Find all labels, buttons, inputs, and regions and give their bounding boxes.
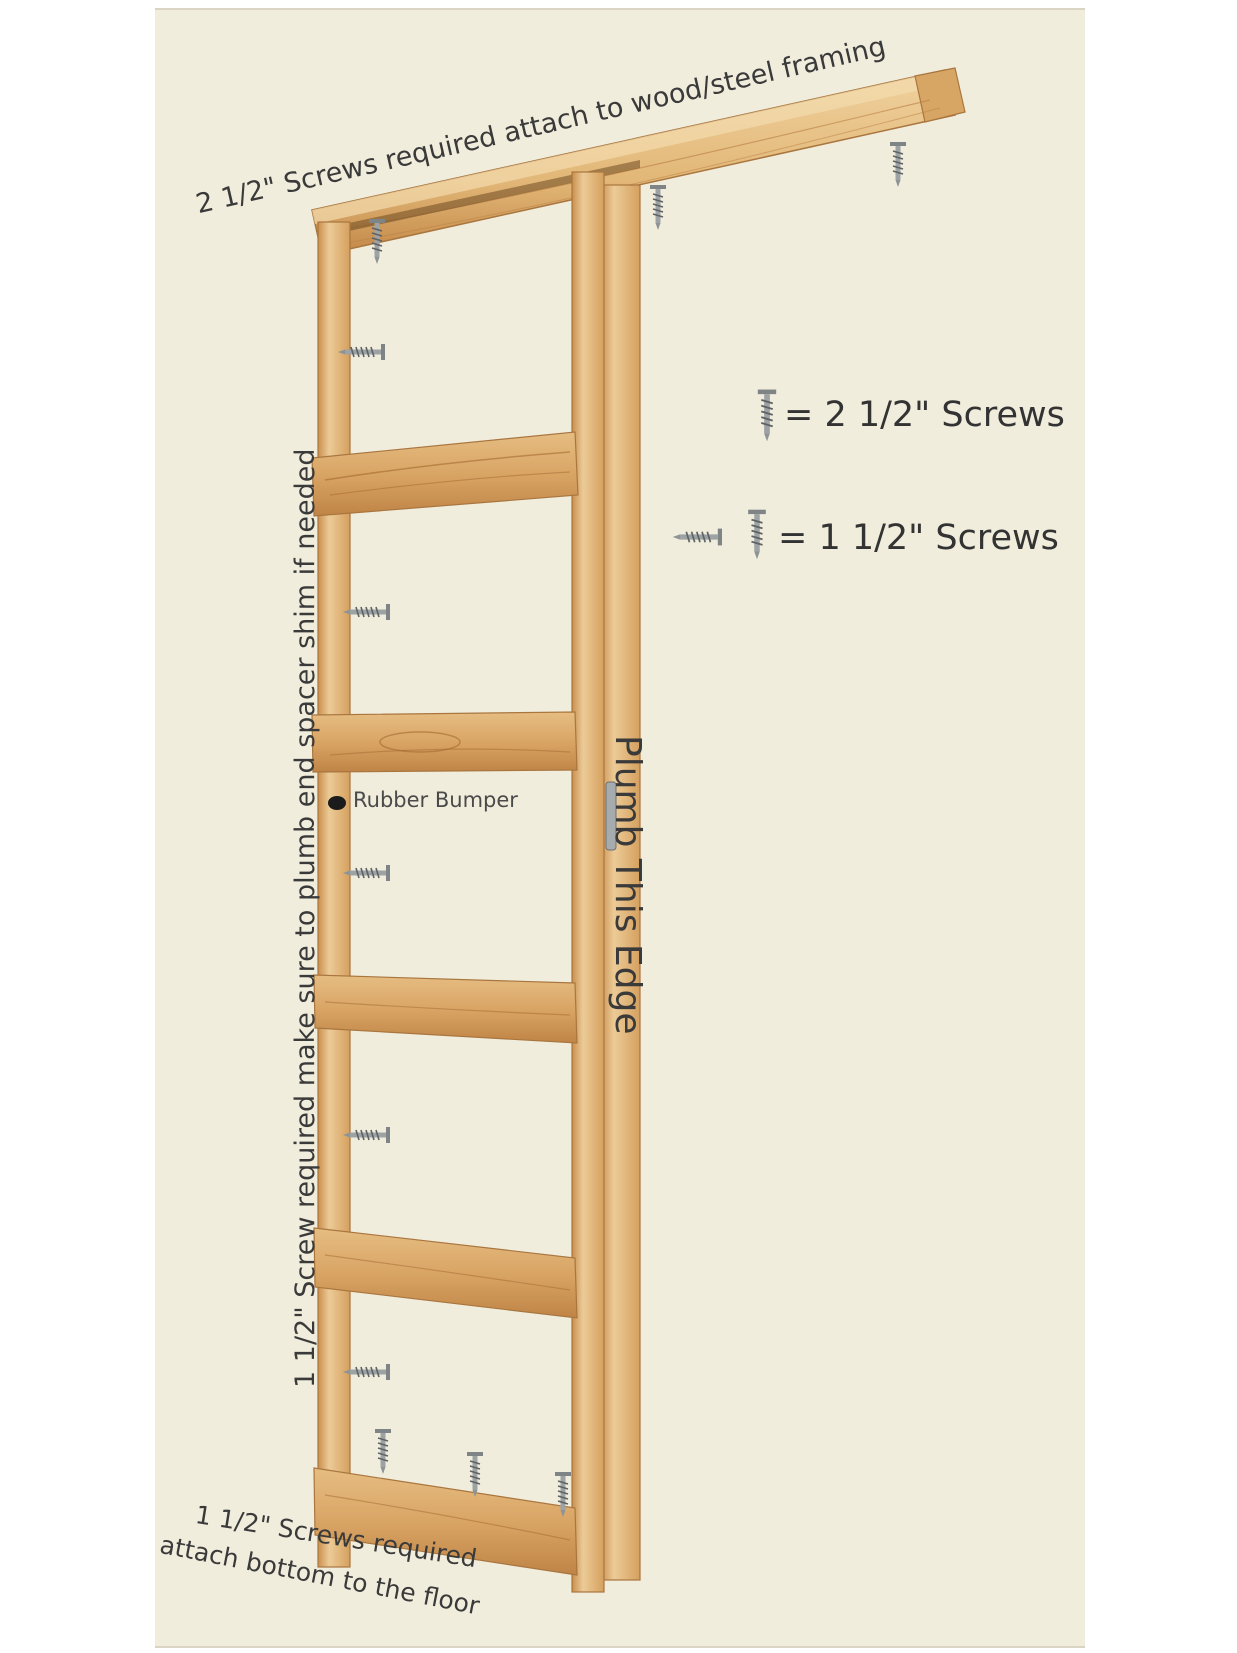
bottom-plate	[313, 1467, 578, 1576]
stud-front	[571, 171, 605, 1593]
header-beam	[311, 67, 966, 256]
spacer-4	[313, 1227, 578, 1319]
jamb-rear	[599, 184, 641, 1581]
latch-hardware	[605, 781, 617, 851]
left-side-note: 1 1/2" Screw required make sure to plumb…	[290, 448, 321, 1388]
spacer-1	[311, 431, 579, 517]
legend-short-screw-side-icon	[671, 527, 723, 547]
spacer-3	[313, 974, 578, 1044]
plumb-edge-label: Plumb This Edge	[607, 735, 648, 1035]
legend-short-screw-down-icon	[747, 508, 767, 561]
legend-long-screw-icon	[756, 388, 778, 443]
legend-short-screw: = 1 1/2" Screws	[778, 518, 1059, 558]
rubber-bumper-label: Rubber Bumper	[353, 788, 518, 812]
rubber-bumper	[328, 796, 346, 810]
legend-long-screw: = 2 1/2" Screws	[784, 395, 1065, 435]
stud-left	[317, 221, 351, 1568]
spacer-2	[311, 711, 578, 773]
